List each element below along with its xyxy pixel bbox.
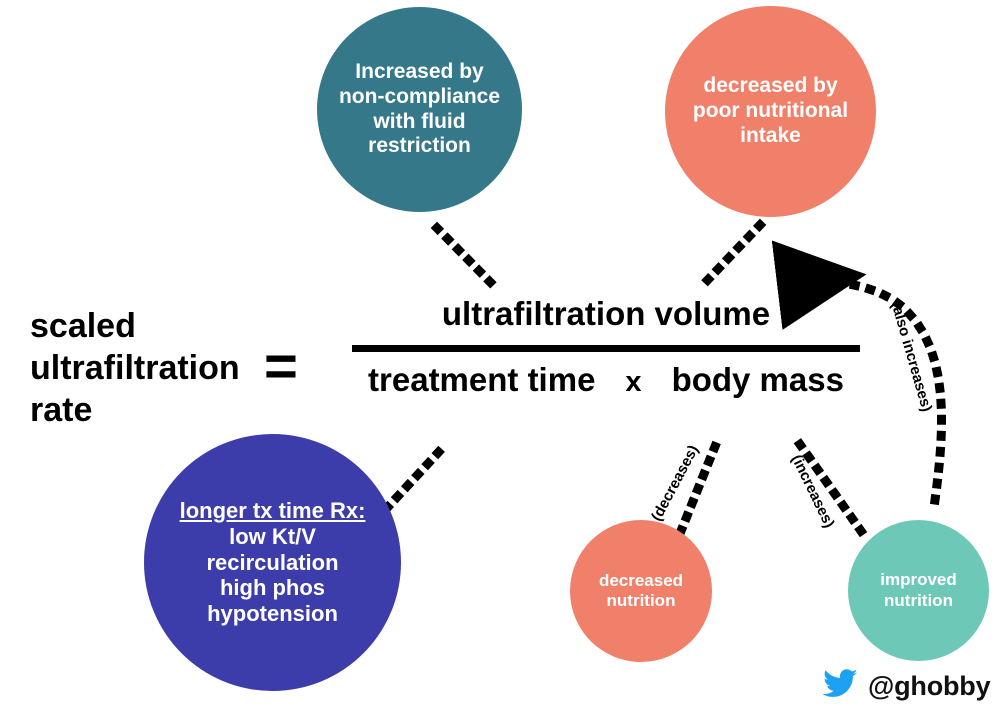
bubble-fluid-restriction[interactable]: Increased by non-compliance with fluid r… [317,7,522,212]
connector-txtime-to-treatment-time [380,436,454,515]
equals-sign: = [264,334,298,399]
lhs-line-2: ultrafiltration [30,349,240,388]
bubble-improved-nutrition[interactable]: improved nutrition [848,520,989,661]
edge-label-also-increases: (also increases) [887,300,936,414]
equation-fraction: ultrafiltration volume treatment time x … [352,295,860,399]
bubble-decreased-nutrition-text: decreased nutrition [598,570,684,610]
equation-left-hand-side: scaled ultrafiltration rate [30,305,250,431]
bubble-poor-nutritional-intake-text: decreased by poor nutritional intake [692,74,849,147]
bubble-longer-tx-time-text: longer tx time Rx: low Kt/V recirculatio… [179,497,366,627]
fraction-bar [352,345,860,353]
lhs-line-3: rate [30,391,93,430]
bubble-longer-tx-time[interactable]: longer tx time Rx: low Kt/V recirculatio… [144,434,401,691]
denominator-treatment-time: treatment time [368,361,596,399]
twitter-bird-icon [822,669,858,704]
connector-fluid-to-numerator [430,221,504,296]
fraction-numerator: ultrafiltration volume [441,295,771,332]
connector-intake-to-numerator [693,218,767,295]
edge-label-decreases: (decreases) [648,442,703,524]
credit-block: @ghobby [822,669,991,704]
fraction-denominator: treatment time x body mass [352,361,860,399]
lhs-line-1: scaled [30,307,136,345]
bubble-fluid-restriction-text: Increased by non-compliance with fluid r… [338,59,501,158]
twitter-handle: @ghobby [868,671,991,701]
bubble-decreased-nutrition[interactable]: decreased nutrition [570,520,712,662]
bubble-improved-nutrition-text: improved nutrition [880,570,957,610]
edge-label-increases: (increases) [787,452,838,531]
denominator-multiply-operator: x [625,366,642,399]
bubble-poor-nutritional-intake[interactable]: decreased by poor nutritional intake [665,6,876,217]
denominator-body-mass: body mass [671,361,844,399]
bubble-longer-tx-time-heading: longer tx time Rx: [179,497,366,523]
